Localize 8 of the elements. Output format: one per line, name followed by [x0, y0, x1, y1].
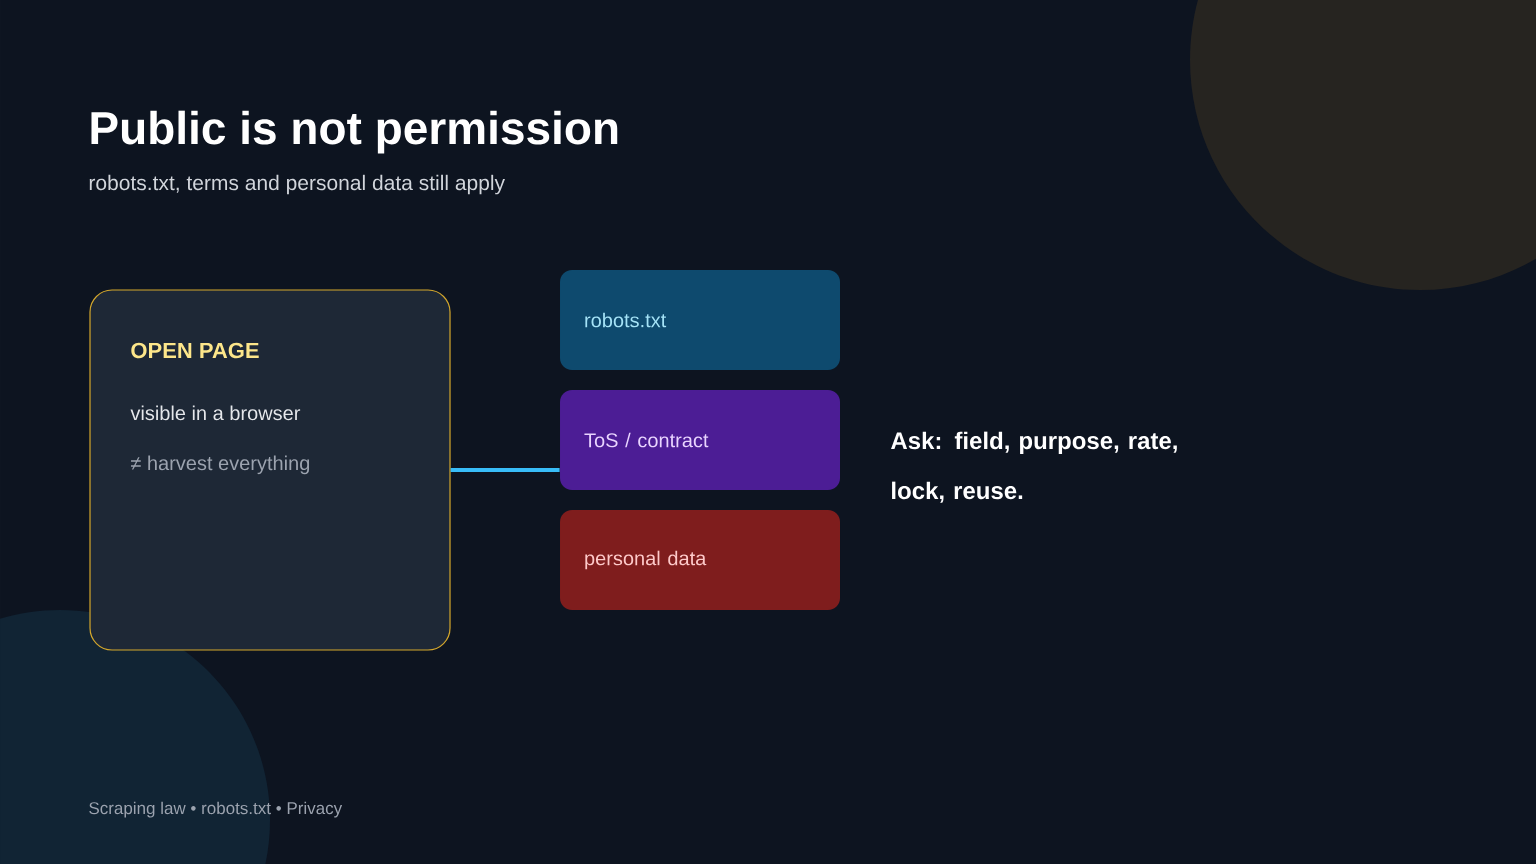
- body-text: ≠ harvest everything: [131, 455, 310, 475]
- footer-text: Scraping law • robots.txt • Privacy: [89, 801, 343, 818]
- callout-text: Ask: field, purpose, rate, lock, reuse.: [891, 431, 1177, 503]
- body-text: visible in a browser: [130, 405, 301, 421]
- subtitle: robots.txt, terms and personal data still apply: [89, 174, 505, 195]
- card-heading: OPEN PAGE: [131, 342, 259, 359]
- connector-line: [450, 468, 560, 472]
- slide-title: Public is not permission: [91, 110, 618, 154]
